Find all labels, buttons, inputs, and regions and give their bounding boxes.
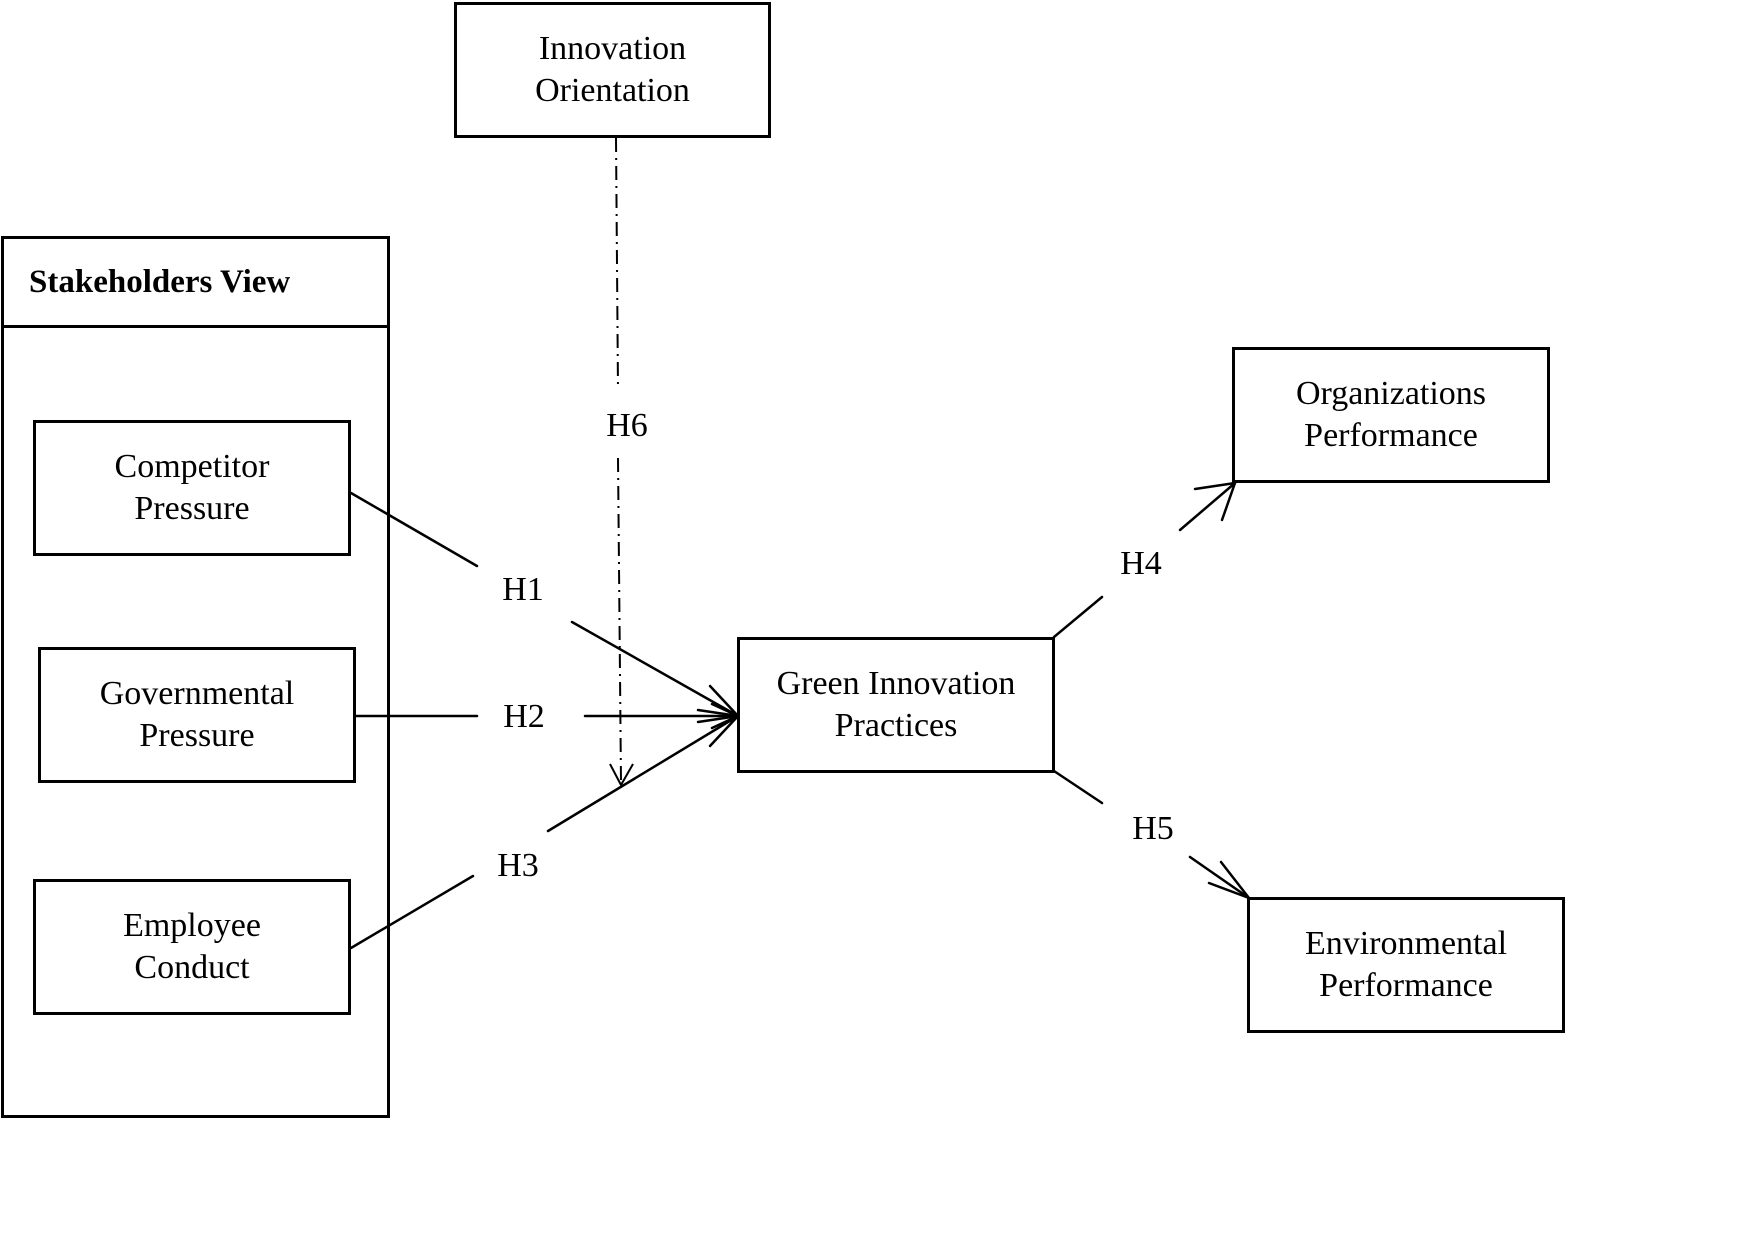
green-innovation-practices-label-line1: Green Innovation (776, 665, 1016, 702)
h6-moderation-line-lower (617, 457, 622, 784)
competitor-pressure-box: Competitor Pressure (33, 420, 351, 556)
competitor-pressure-label-line1: Competitor (114, 448, 270, 485)
hypothesis-h5-label: H5 (1132, 810, 1174, 847)
hypothesis-h3-label: H3 (497, 847, 539, 884)
h6-moderation-line-upper (615, 137, 619, 391)
organizations-performance-label-line2: Performance (1304, 417, 1478, 454)
employee-conduct-label-line1: Employee (123, 907, 261, 944)
h5-connector-segment-a (1052, 769, 1104, 805)
green-innovation-practices-label-line2: Practices (834, 707, 958, 744)
employee-conduct-box: Employee Conduct (33, 879, 351, 1015)
h1-connector-segment-b (570, 620, 740, 718)
organizations-performance-box: Organizations Performance (1232, 347, 1550, 483)
h5-connector-segment-b (1188, 855, 1251, 900)
governmental-pressure-label-line2: Pressure (139, 717, 255, 754)
green-innovation-practices-box: Green Innovation Practices (737, 637, 1055, 773)
governmental-pressure-box: Governmental Pressure (38, 647, 356, 783)
innovation-orientation-box: Innovation Orientation (454, 2, 771, 138)
stakeholders-view-panel: Stakeholders View (1, 236, 390, 1118)
environmental-performance-box: Environmental Performance (1247, 897, 1565, 1033)
h6-moderation-arrowhead (609, 763, 634, 786)
h4-connector-segment-b (1178, 481, 1237, 532)
h1-connector-segment-a (349, 491, 479, 568)
innovation-orientation-label-line1: Innovation (538, 30, 687, 67)
arrowhead-into-organizations-performance (1193, 481, 1237, 522)
innovation-orientation-label-line2: Orientation (535, 72, 690, 109)
hypothesis-h1-label: H1 (502, 571, 544, 608)
environmental-performance-label-line2: Performance (1319, 967, 1493, 1004)
organizations-performance-label-line1: Organizations (1295, 375, 1487, 412)
environmental-performance-label-line1: Environmental (1304, 925, 1508, 962)
governmental-pressure-label-line1: Governmental (99, 675, 295, 712)
stakeholders-view-title: Stakeholders View (4, 239, 387, 328)
hypothesis-h6-label: H6 (606, 407, 648, 444)
hypothesis-h4-label: H4 (1120, 545, 1162, 582)
employee-conduct-label-line2: Conduct (134, 949, 250, 986)
h3-connector-segment-b (546, 714, 740, 833)
hypothesis-h2-label: H2 (503, 698, 545, 735)
h3-connector-segment-a (349, 874, 475, 950)
h4-connector-segment-a (1052, 595, 1104, 639)
competitor-pressure-label-line2: Pressure (134, 490, 250, 527)
